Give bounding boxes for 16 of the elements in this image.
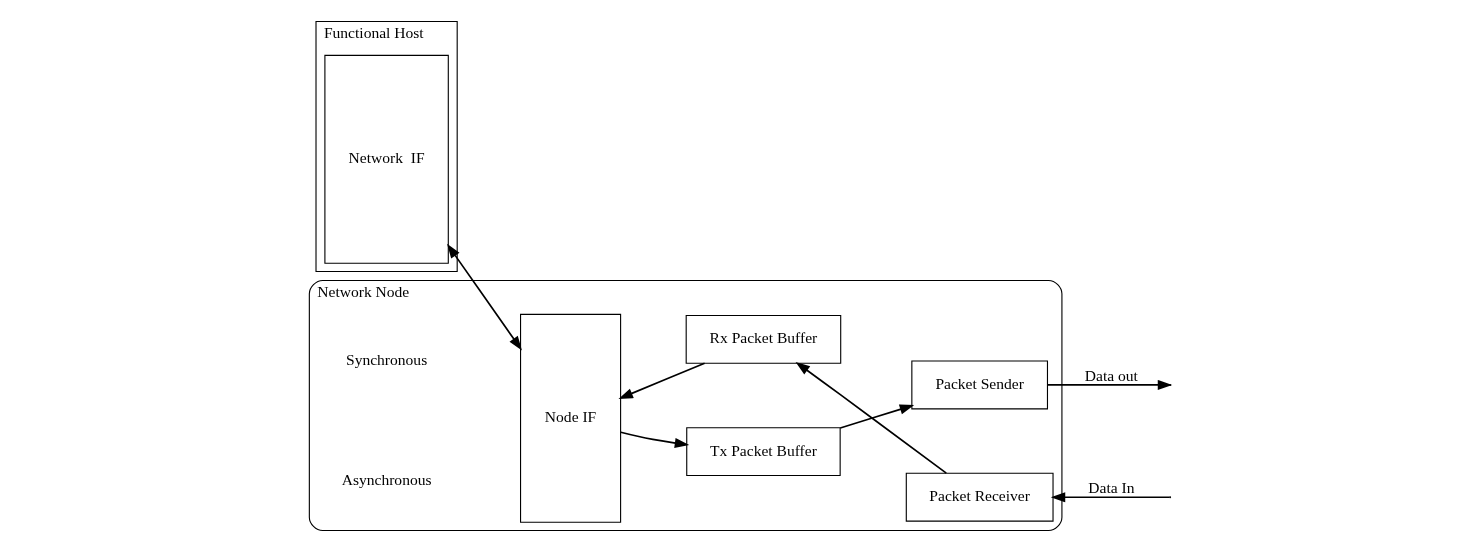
label: Synchronous xyxy=(345,350,427,368)
node-box: Tx Packet Buffer xyxy=(685,427,841,477)
arrow xyxy=(446,243,522,351)
arrow xyxy=(617,362,705,399)
arrow xyxy=(795,361,947,474)
node-box: Node IF xyxy=(519,313,621,523)
arrow xyxy=(838,404,914,429)
label: Asynchronous xyxy=(341,470,432,488)
node-box: Rx Packet Buffer xyxy=(685,314,841,364)
node-box: Network IF xyxy=(323,54,449,264)
node-box: Packet Receiver xyxy=(905,472,1054,522)
edge-label: Data out xyxy=(1084,366,1138,384)
arrow xyxy=(619,431,689,449)
edge-label: Data In xyxy=(1087,478,1134,496)
node-box: Packet Sender xyxy=(910,360,1048,410)
arrow xyxy=(1050,492,1170,503)
